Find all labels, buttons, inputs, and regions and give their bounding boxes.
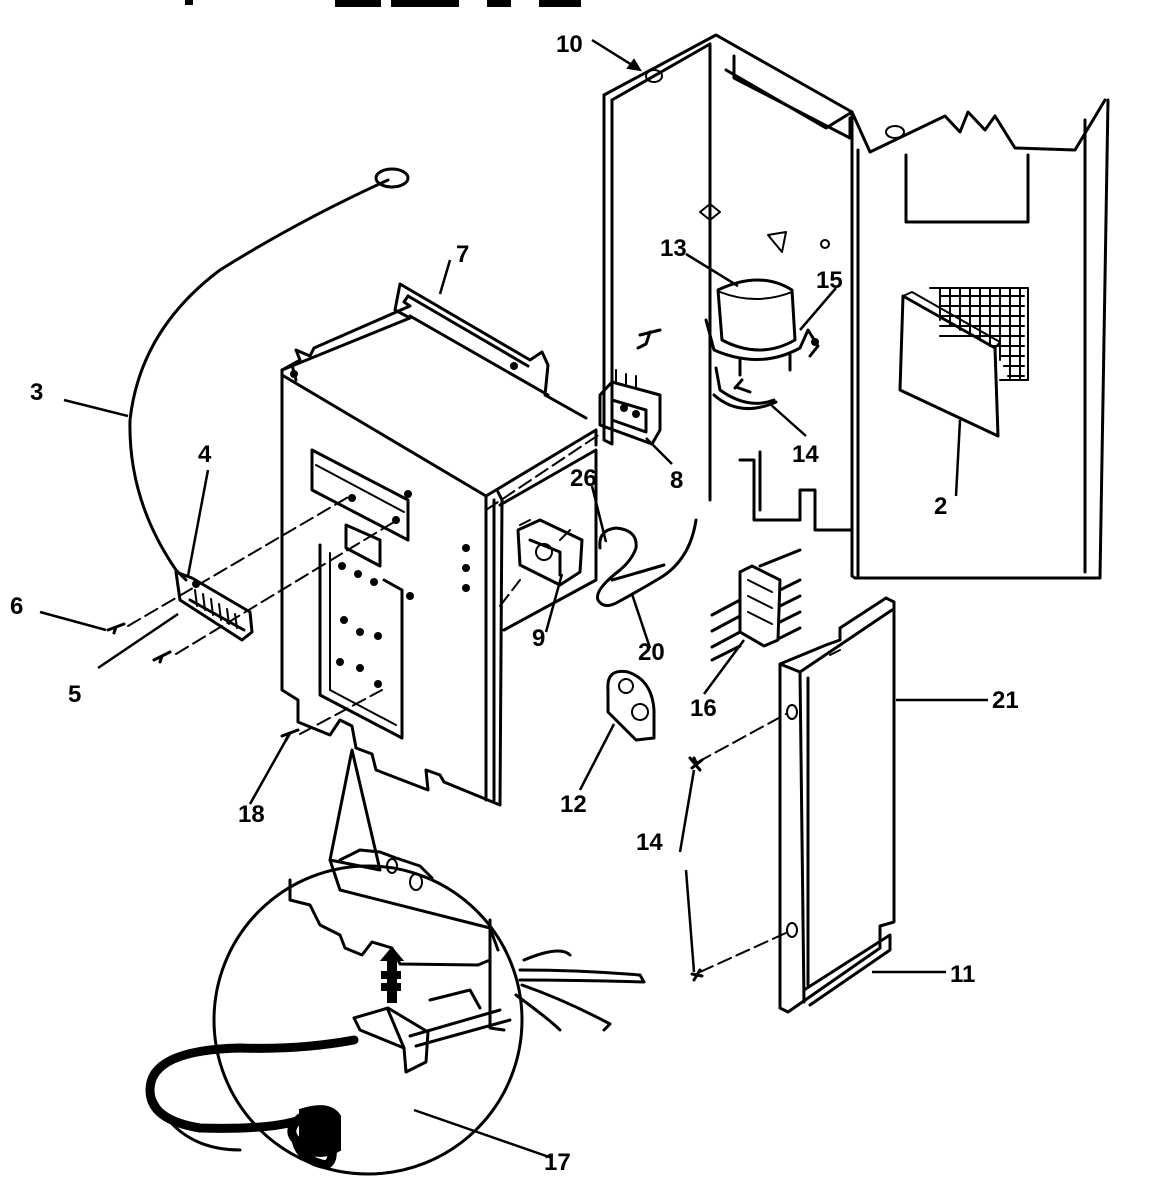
part-label-2: 2 <box>934 493 947 520</box>
part-label-10: 10 <box>556 31 583 58</box>
detail-callout <box>145 748 646 1176</box>
cropped-header-fragment <box>185 0 581 7</box>
filter-pad <box>898 287 1029 438</box>
part-label-14-lower: 14 <box>636 829 663 856</box>
wire-loop <box>595 518 698 607</box>
screw-icon <box>636 328 662 350</box>
part-label-8: 8 <box>670 467 683 494</box>
part-label-7: 7 <box>456 241 469 268</box>
rear-panel <box>602 33 1110 580</box>
part-label-12: 12 <box>560 791 587 818</box>
terminal-block-16 <box>710 548 802 662</box>
gasket-12 <box>606 669 656 742</box>
part-label-16: 16 <box>690 695 717 722</box>
part-label-15: 15 <box>816 267 843 294</box>
assembly-guide-lines <box>127 433 789 973</box>
switch-8 <box>598 369 662 446</box>
part-label-13: 13 <box>660 235 687 262</box>
side-channel <box>778 596 896 1014</box>
part-label-20: 20 <box>638 639 665 666</box>
part-label-17: 17 <box>544 1149 571 1176</box>
ground-wire <box>128 167 410 582</box>
part-label-21: 21 <box>992 687 1019 714</box>
part-label-18: 18 <box>238 801 265 828</box>
part-labels: 10 13 15 7 3 4 14 8 26 2 6 5 9 20 16 21 … <box>10 31 1019 1176</box>
switch-9 <box>516 518 584 587</box>
part-label-3: 3 <box>30 379 43 406</box>
part-label-5: 5 <box>68 681 81 708</box>
part-label-4: 4 <box>198 441 212 468</box>
capacitor <box>704 278 820 411</box>
part-label-6: 6 <box>10 593 23 620</box>
part-label-9: 9 <box>532 625 545 652</box>
terminal-strip <box>174 570 254 642</box>
screw-icon <box>106 622 300 742</box>
leader-lines <box>39 38 988 1160</box>
part-label-11: 11 <box>950 961 975 988</box>
part-label-14-upper: 14 <box>792 441 819 468</box>
part-label-26: 26 <box>570 465 597 492</box>
